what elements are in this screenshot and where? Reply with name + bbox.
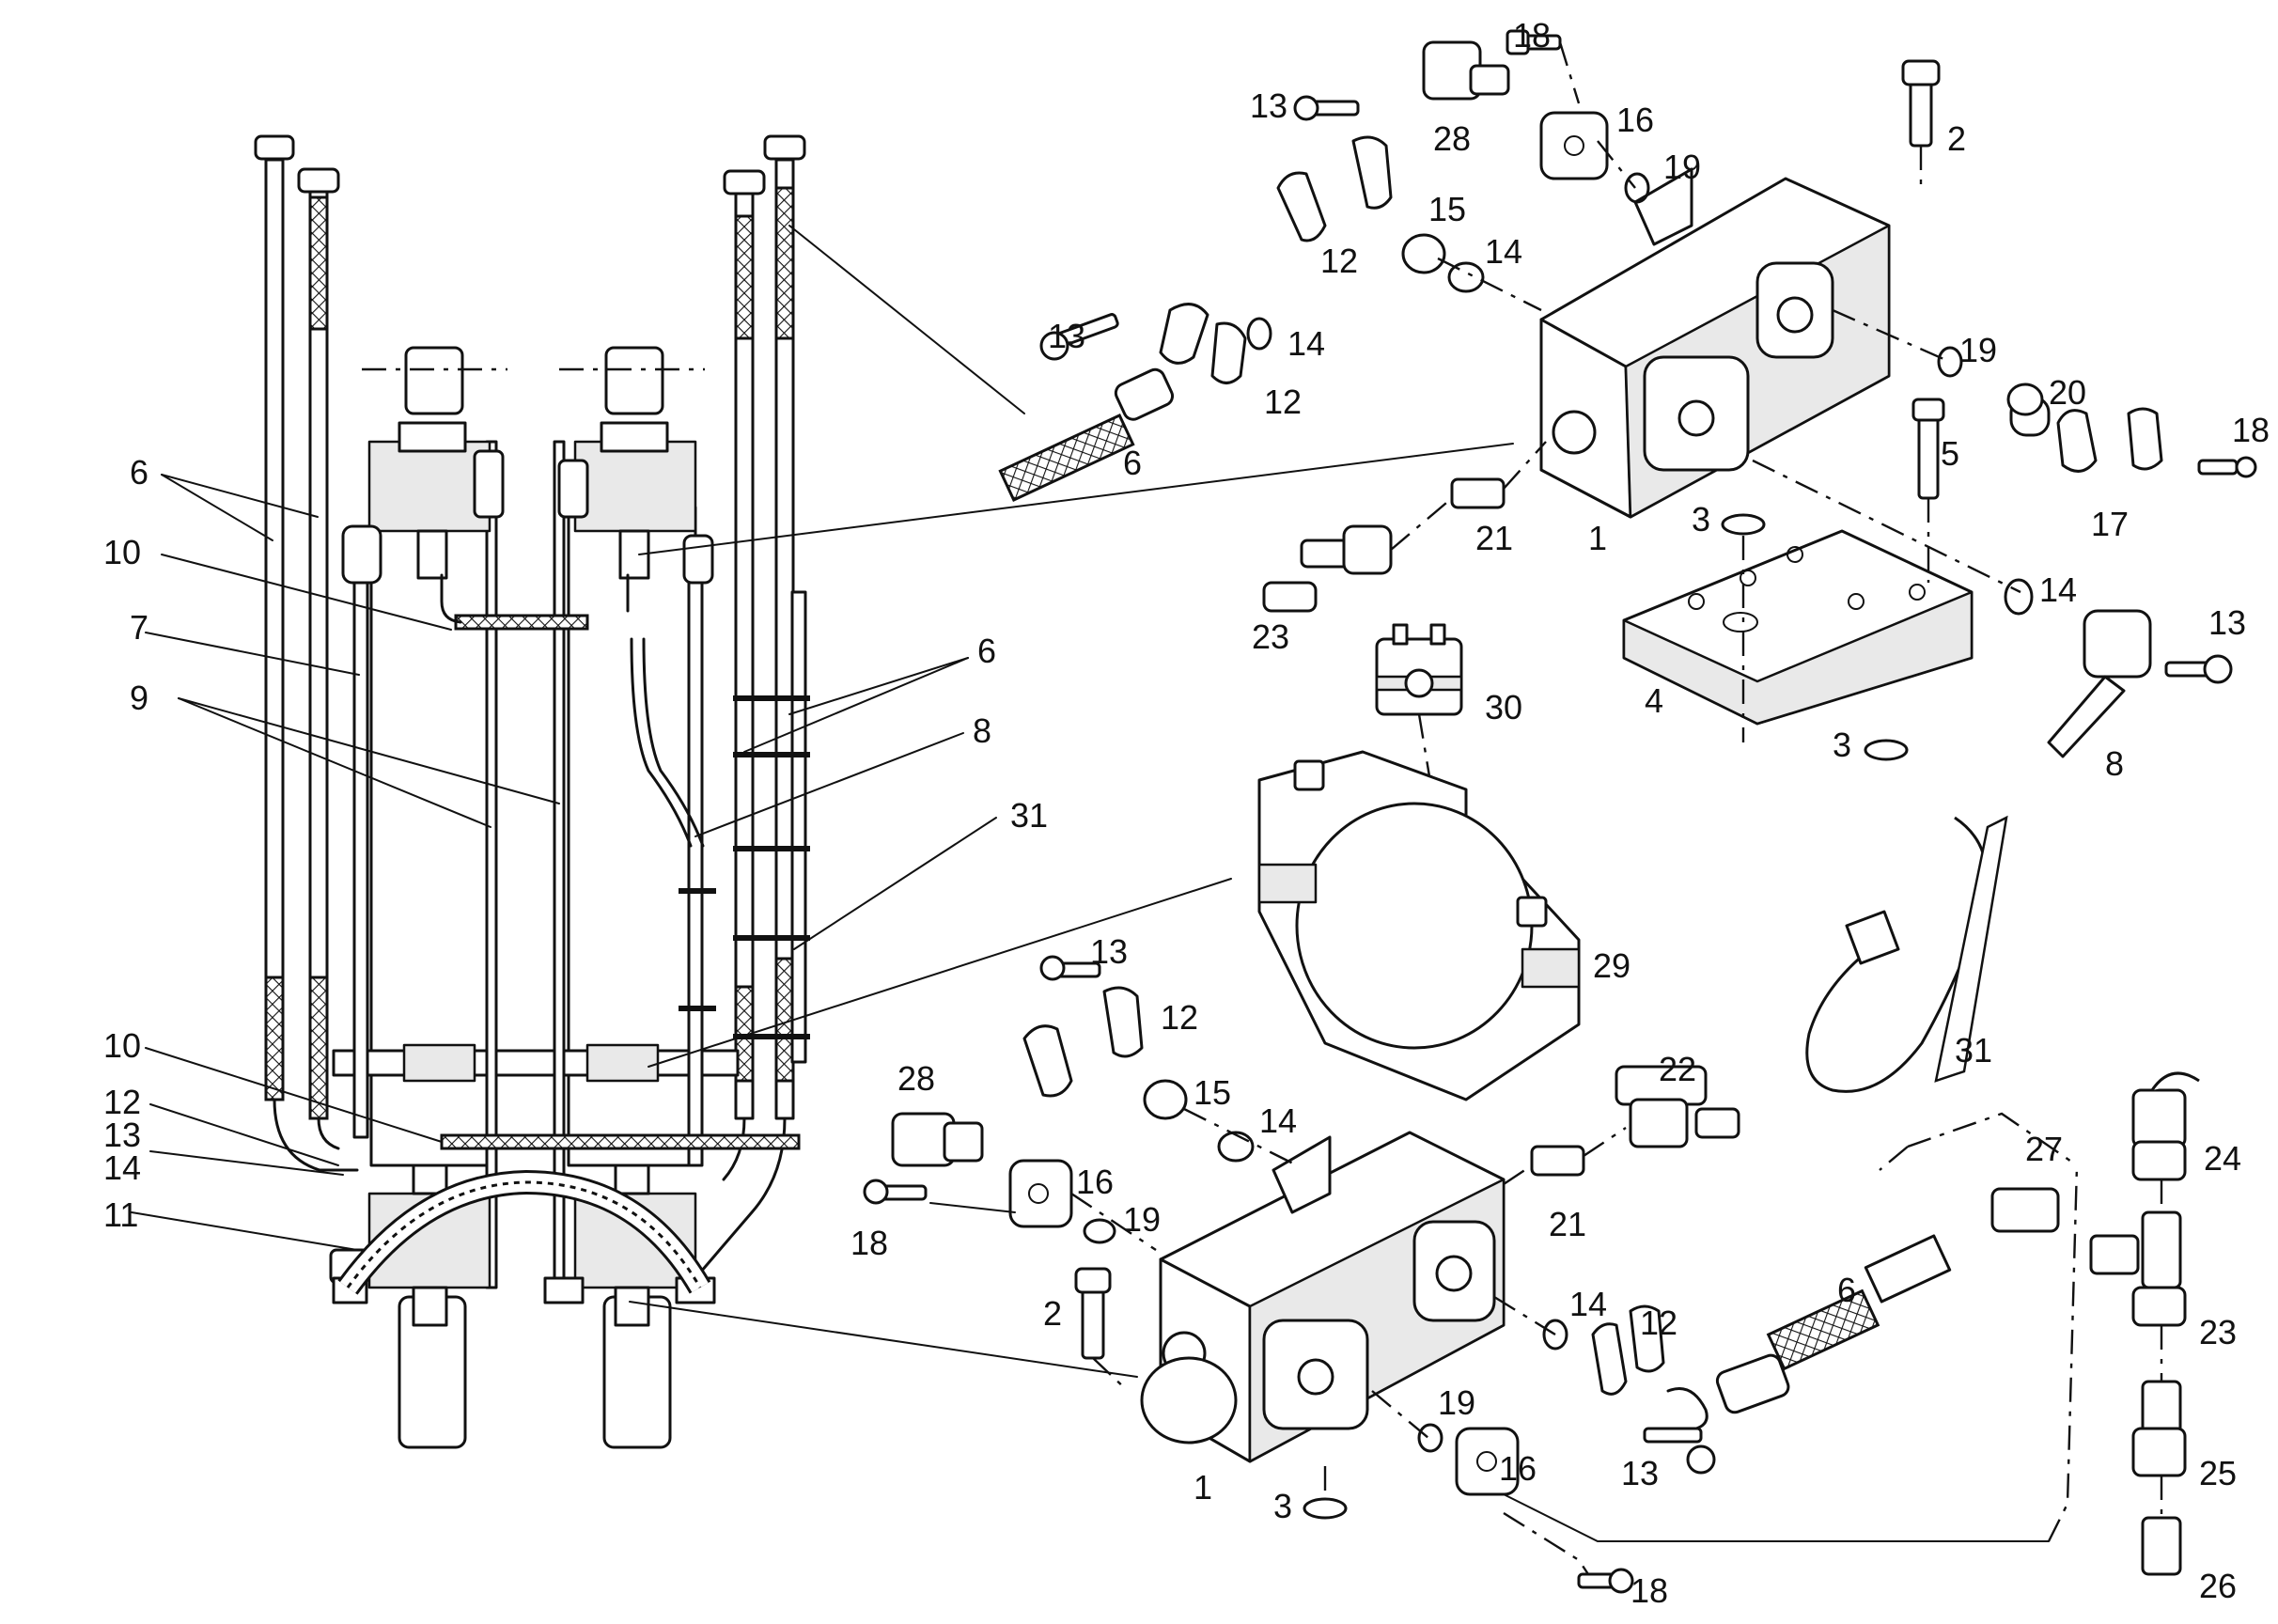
valve-assembly-bottom [863,955,2079,1594]
label-14-top: 14 [1485,232,1522,271]
label-4: 4 [1645,681,1663,720]
label-18-right: 18 [2232,411,2270,449]
label-24: 24 [2204,1139,2241,1178]
label-19-bottom: 19 [1123,1200,1161,1239]
label-7: 7 [130,608,148,647]
label-8-mid: 8 [973,711,991,750]
label-14-hose: 14 [1287,324,1325,363]
label-30: 30 [1485,688,1522,726]
label-17: 17 [2091,505,2129,543]
label-5: 5 [1941,434,1959,473]
label-14-bottom-right: 14 [1569,1285,1607,1323]
label-16-bottom: 16 [1076,1163,1114,1201]
label-23-top: 23 [1252,617,1289,656]
label-13-bottom: 13 [1090,932,1128,971]
label-6-left: 6 [130,453,148,492]
label-16-top: 16 [1616,101,1654,139]
label-19-right: 19 [1959,331,1997,369]
valve-assembly-top [998,29,2257,1101]
leader-lines-left [131,225,1514,1378]
label-15-top: 15 [1428,190,1466,228]
label-6-mid: 6 [977,632,996,670]
label-13-bottom-right: 13 [1621,1454,1659,1492]
part-labels: 6 10 7 9 6 8 31 10 12 13 14 11 18 13 28 … [103,16,2270,1610]
clamp-29 [1257,750,1581,1101]
label-13-top: 13 [1250,86,1287,125]
label-20: 20 [2049,373,2086,412]
label-18-bottom-left: 18 [850,1224,888,1262]
label-1-bottom: 1 [1194,1468,1212,1507]
label-2-bottom: 2 [1043,1294,1062,1333]
label-10-bottom: 10 [103,1026,141,1065]
hose-6-left-pair [254,134,359,1172]
label-3-subplate: 3 [1833,726,1851,764]
label-12-bottom: 12 [1161,998,1198,1037]
label-13-hose: 13 [1048,317,1085,355]
hose-6-right-pair [694,134,806,1280]
label-18-top: 18 [1513,16,1551,55]
fittings-stack [1990,1071,2200,1576]
label-10-left: 10 [103,533,141,571]
cylinder-assembly [254,134,810,1449]
label-28-top: 28 [1433,119,1471,158]
label-14-right: 14 [2039,570,2077,609]
label-6-hose: 6 [1123,444,1142,482]
label-12-bottom-right: 12 [1640,1304,1677,1342]
label-22: 22 [1659,1050,1696,1088]
label-19-top: 19 [1663,148,1701,186]
label-29: 29 [1593,946,1630,985]
label-19-bottom-2: 19 [1438,1383,1475,1422]
label-28-bottom: 28 [897,1059,935,1098]
label-11: 11 [103,1195,138,1234]
label-12-top: 12 [1320,242,1358,280]
label-6-bottom: 6 [1837,1271,1856,1309]
label-21-top: 21 [1475,519,1513,557]
label-23-right: 23 [2199,1313,2237,1351]
label-3-bottom: 3 [1273,1487,1292,1525]
valve-body-1-bottom [1140,1131,1506,1463]
label-14-bottom: 14 [1259,1101,1297,1140]
label-26: 26 [2199,1567,2237,1605]
cable-tie-31 [1805,815,2008,1093]
label-21-bottom: 21 [1549,1205,1586,1243]
label-16-bottom-2: 16 [1499,1449,1537,1488]
label-12-left: 12 [103,1083,141,1121]
valve-block-top-left [341,421,505,585]
label-27: 27 [2025,1130,2063,1168]
label-13-left: 13 [103,1116,141,1154]
label-15-bottom: 15 [1194,1073,1231,1112]
label-14-left: 14 [103,1148,141,1187]
label-12-hose: 12 [1264,383,1302,421]
label-31-mid: 31 [1010,796,1048,835]
valve-body-1-top [1539,167,1891,519]
label-13-right: 13 [2208,603,2246,642]
label-31-right: 31 [1955,1031,1992,1070]
label-9: 9 [130,679,148,717]
label-25: 25 [2199,1454,2237,1492]
label-1-top: 1 [1588,519,1607,557]
cable-ties [679,695,810,1039]
label-8-right: 8 [2105,744,2124,783]
label-2-top: 2 [1947,119,1966,158]
label-18-bottom: 18 [1630,1571,1668,1610]
label-3-top: 3 [1692,500,1710,539]
